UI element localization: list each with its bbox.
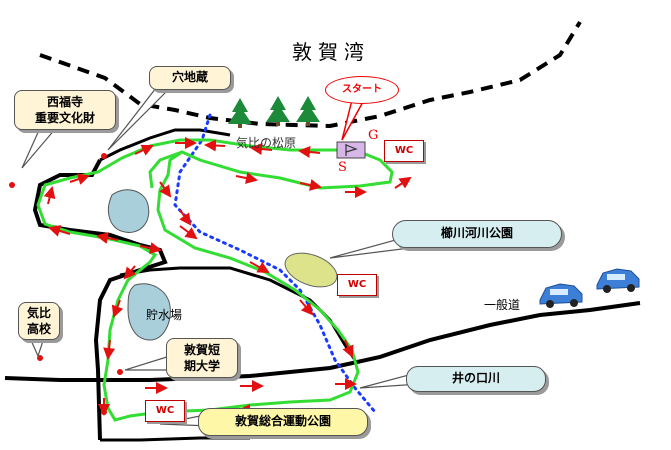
road-inner [119, 266, 357, 361]
kehi-hs-line2: 高校 [26, 322, 51, 336]
pond-north [108, 189, 150, 233]
sports-park-label: 敦賀総合運動公園 [234, 414, 331, 428]
start-bubble: スタート [325, 76, 399, 104]
start-label: スタート [342, 84, 382, 95]
saifukuji-note: 重要文化財 [34, 111, 95, 125]
coastline [39, 20, 582, 129]
pond-reservoir [127, 283, 171, 341]
callout-saifukuji: 西福寺 重要文化財 [14, 90, 116, 130]
callout-junior-college: 敦賀短 期大学 [166, 338, 238, 378]
start-s-label: S [338, 160, 347, 175]
inokuchi-river-label: 井の口川 [451, 371, 500, 385]
pine-tree-icon [228, 96, 320, 128]
car-icon [539, 268, 640, 308]
location-dots [9, 153, 123, 415]
toilet-icon: WC [337, 274, 377, 296]
flag-icon [345, 144, 358, 156]
course-inner [148, 150, 183, 189]
callout-kushikawa-park: 櫛川河川公園 [392, 220, 562, 248]
kushikawa-park-label: 櫛川河川公園 [440, 226, 513, 240]
callout-sports-park: 敦賀総合運動公園 [198, 408, 368, 436]
saifukuji-name: 西福寺 [46, 95, 83, 109]
public-road-label: 一般道 [484, 298, 521, 312]
pine-forest-label: 気比の松原 [236, 136, 297, 150]
road-bottom [100, 436, 250, 442]
bay-label: 敦賀湾 [292, 40, 370, 64]
anajizo-label: 穴地蔵 [171, 70, 208, 84]
callout-anajizo: 穴地蔵 [149, 66, 231, 90]
callout-inokuchi-river: 井の口川 [406, 366, 546, 392]
toilet-icon: WC [384, 140, 424, 162]
toilet-icon: WC [145, 400, 185, 422]
college-line1: 敦賀短 [183, 343, 220, 357]
callout-kehi-high-school: 気比 高校 [18, 302, 60, 340]
college-line2: 期大学 [183, 359, 220, 373]
road-main [4, 301, 641, 382]
kehi-hs-line1: 気比 [26, 306, 51, 320]
reservoir-label: 貯水場 [146, 308, 183, 322]
field-kushikawa [284, 252, 338, 288]
start-bubble-pointer [341, 99, 366, 141]
goal-label: G [368, 128, 379, 143]
river [173, 113, 377, 414]
